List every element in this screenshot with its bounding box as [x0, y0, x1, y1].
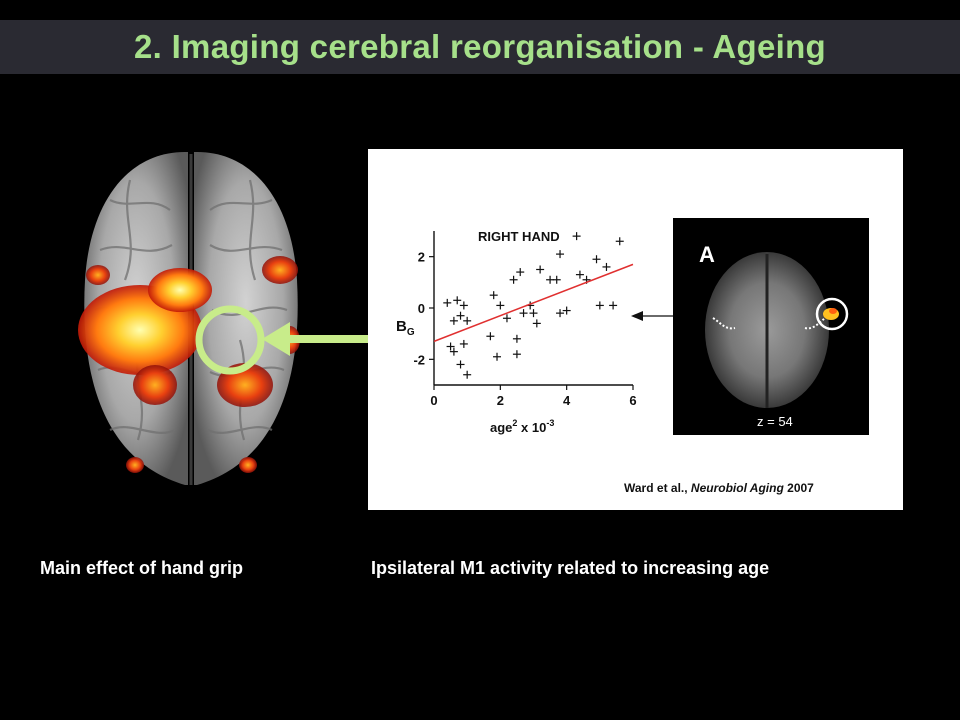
regression-line — [433, 263, 634, 343]
axial-slice-svg: A z = 54 — [699, 242, 849, 429]
data-point — [516, 268, 525, 277]
data-point — [562, 306, 571, 315]
data-point — [592, 255, 601, 264]
data-point — [486, 332, 495, 341]
y-tick-label: 2 — [418, 250, 425, 265]
axial-slice-image: A z = 54 — [673, 218, 869, 435]
z-coordinate-label: z = 54 — [757, 414, 793, 429]
data-point — [556, 250, 565, 259]
data-point — [459, 339, 468, 348]
data-point — [446, 342, 455, 351]
data-point — [572, 232, 581, 241]
plot-axes: 0 2 4 6 -2 0 2 — [413, 231, 637, 408]
x-tick-label: 2 — [497, 393, 504, 408]
citation: Ward et al., Neurobiol Aging 2007 — [624, 481, 814, 495]
arrow-head — [262, 322, 290, 356]
chart-title: RIGHT HAND — [478, 229, 560, 244]
x-axis-label: age2 x 10-3 — [490, 418, 554, 435]
data-point — [609, 301, 618, 310]
caption-ipsilateral: Ipsilateral M1 activity related to incre… — [371, 558, 770, 578]
data-point — [449, 316, 458, 325]
data-point — [519, 309, 528, 318]
citation-journal: Neurobiol Aging — [690, 481, 784, 495]
left-highlight-circle — [195, 305, 265, 375]
data-point — [463, 370, 472, 379]
data-point — [456, 360, 465, 369]
citation-year: 2007 — [787, 481, 814, 495]
plot-points — [443, 232, 624, 379]
data-point — [595, 301, 604, 310]
data-point — [489, 291, 498, 300]
arrow-shaft — [280, 335, 385, 343]
x-tick-label: 0 — [430, 393, 437, 408]
data-point — [443, 298, 452, 307]
brain-surface-render — [60, 140, 320, 500]
title-bar: 2. Imaging cerebral reorganisation - Age… — [0, 20, 960, 74]
y-tick-label: 0 — [418, 301, 425, 316]
y-axis-label: BG — [396, 318, 415, 338]
regression-line-path — [433, 263, 634, 343]
data-point — [602, 262, 611, 271]
highlight-arrow-overlay — [195, 305, 385, 375]
data-point — [456, 311, 465, 320]
data-point — [459, 301, 468, 310]
y-tick-label: -2 — [413, 352, 425, 367]
slide-title: 2. Imaging cerebral reorganisation - Age… — [134, 28, 826, 65]
data-point — [463, 316, 472, 325]
data-point — [615, 237, 624, 246]
data-point — [552, 275, 561, 284]
data-point — [449, 347, 458, 356]
data-point — [493, 352, 502, 361]
data-point — [575, 270, 584, 279]
data-point — [509, 275, 518, 284]
data-point — [453, 296, 462, 305]
scatter-plot: RIGHT HAND 0 2 4 6 -2 0 2 BG age2 x 10-3 — [396, 229, 810, 435]
caption-main-effect: Main effect of hand grip — [40, 558, 244, 578]
data-point — [529, 309, 538, 318]
x-tick-label: 6 — [629, 393, 636, 408]
x-tick-label: 4 — [563, 393, 571, 408]
data-point — [496, 301, 505, 310]
data-point — [532, 319, 541, 328]
pointer-arrowhead — [631, 311, 643, 321]
citation-authors: Ward et al., — [624, 481, 688, 495]
slice-highlight-circle — [815, 297, 849, 331]
data-point — [556, 309, 565, 318]
data-point — [512, 350, 521, 359]
data-point — [502, 314, 511, 323]
panel-label: A — [699, 242, 715, 267]
data-point — [512, 334, 521, 343]
data-point — [536, 265, 545, 274]
brain-image — [78, 151, 300, 486]
